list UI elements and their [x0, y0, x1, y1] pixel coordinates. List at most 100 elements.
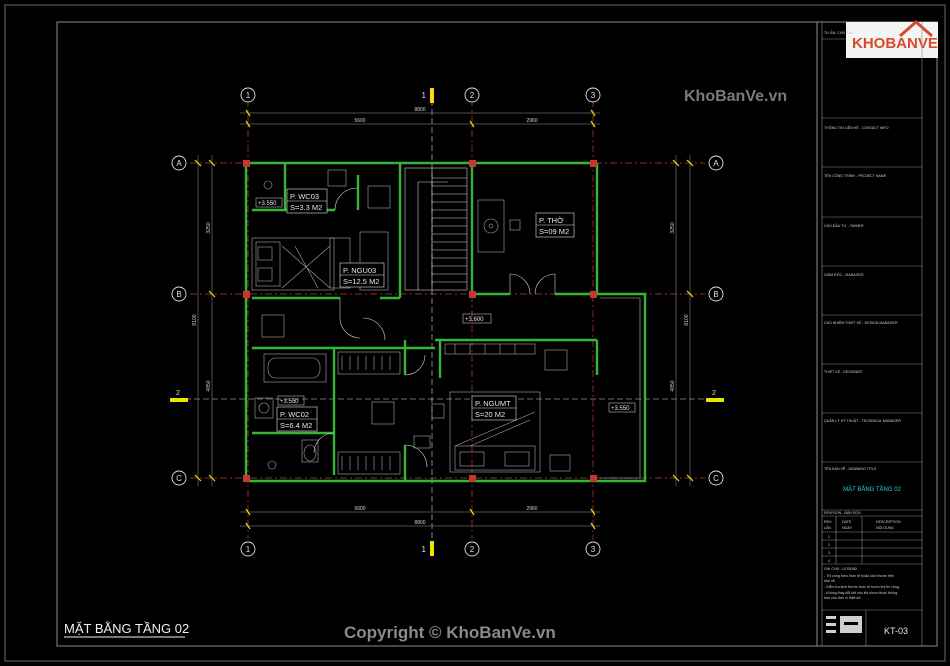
tb-rev-row-3: 3 — [828, 551, 830, 555]
grid-bubbles — [171, 87, 724, 557]
room-wc02-name: P. WC02 — [280, 410, 309, 419]
dim-left-total: 8100 — [192, 314, 198, 325]
room-ngu03: P. NGU03 S=12.5 M2 — [339, 262, 385, 288]
grid-row-c-right: C — [713, 474, 719, 483]
grid-col-2-bottom: 2 — [470, 545, 475, 554]
room-tho-area: S=09 M2 — [539, 227, 569, 236]
tb-rev-row-4: 4 — [828, 559, 830, 563]
furniture — [251, 169, 571, 475]
level-tag-3: +3.550 — [277, 395, 305, 406]
dim-bottom-right: 2960 — [526, 506, 537, 512]
svg-text:+3.550: +3.550 — [280, 399, 299, 405]
section-mark-2-right: 2 — [706, 390, 724, 402]
svg-text:+3.600: +3.600 — [465, 317, 484, 323]
room-wc03-name: P. WC03 — [290, 192, 319, 201]
grid-row-a-right: A — [713, 159, 719, 168]
section-mark-1-top: 1 — [422, 88, 434, 103]
dim-top-total: 8800 — [414, 107, 425, 113]
svg-text:2: 2 — [712, 390, 716, 397]
room-wc03-area: S=3.3 M2 — [290, 203, 322, 212]
section-mark-2-left: 2 — [170, 390, 188, 402]
tb-rev-sub-date: NGÀY — [842, 526, 853, 530]
khobanve-logo: KHOBANVE — [846, 20, 938, 58]
tb-note-5: báo cho đơn vị thiết kế. — [824, 596, 861, 600]
tb-rev-header-desc: DESCRIPTION — [876, 520, 901, 524]
tb-drawing-title: MẶT BẰNG TẦNG 02 — [843, 485, 901, 493]
tb-tech-manager: QUẢN LÝ KỸ THUẬT - TECHNICAL MANAGER — [824, 418, 901, 423]
inner-frame — [56, 21, 938, 647]
tb-owner: TƯ ẤN: CHỦ ĐẦU — [824, 30, 854, 35]
dim-top-left: 5600 — [354, 118, 365, 124]
svg-text:KHOBANVE: KHOBANVE — [852, 35, 938, 52]
dimension-ticks — [194, 109, 694, 530]
staircase — [404, 167, 468, 291]
dim-top-right: 2960 — [526, 118, 537, 124]
room-ngu03-area: S=12.5 M2 — [343, 277, 379, 286]
room-tho: P. THỜ S=09 M2 — [535, 212, 575, 238]
grid-row-c-left: C — [176, 474, 182, 483]
dim-bottom-left: 5600 — [354, 506, 365, 512]
grid-col-1-top: 1 — [246, 91, 251, 100]
tb-design-manager: CHỦ NHIỆM THIẾT KẾ - DESIGN MANAGER — [824, 320, 898, 325]
grid-col-3-bottom: 3 — [591, 545, 596, 554]
room-ngumt-name: P. NGUMT — [475, 399, 511, 408]
grid-col-1-bottom: 1 — [246, 545, 251, 554]
tb-rev-header-rev: REV. — [824, 520, 832, 524]
tb-note-3: - Kiểm tra kích thước thực tế trước khi … — [824, 585, 900, 589]
room-wc02-area: S=6.4 M2 — [280, 421, 312, 430]
room-wc03: P. WC03 S=3.3 M2 — [286, 188, 328, 214]
tb-revision-label: REVISION - BẢN SỬA — [824, 510, 861, 515]
tb-contact: THÔNG TIN LIÊN HỆ - CONTACT INFO — [824, 125, 889, 130]
tb-rev-row-2: 2 — [828, 543, 830, 547]
tb-rev-row-1: 1 — [828, 535, 830, 539]
room-ngumt-area: S=20 M2 — [475, 410, 505, 419]
tb-note-4: - Không thay đổi kết cấu khi chưa được t… — [824, 591, 897, 595]
dim-bottom-total: 8800 — [414, 520, 425, 526]
dim-left-bottom: 4850 — [206, 380, 212, 391]
room-tho-name: P. THỜ — [539, 216, 564, 225]
svg-text:2: 2 — [176, 390, 180, 397]
copyright-watermark: Copyright © KhoBanVe.vn — [344, 623, 556, 642]
dim-left-top: 3250 — [206, 222, 212, 233]
grid-row-b-left: B — [176, 290, 181, 299]
door-swings — [313, 187, 556, 468]
section-mark-1-bottom: 1 — [422, 541, 434, 556]
level-tag-4: +3.550 — [608, 402, 636, 413]
tb-company-mark — [826, 616, 862, 633]
dim-right-top: 3250 — [670, 222, 676, 233]
site-watermark: KhoBanVe.vn — [684, 88, 787, 105]
grid-row-a-left: A — [176, 159, 182, 168]
tb-rev-sub-rev: LẦN — [824, 526, 831, 530]
room-ngu03-name: P. NGU03 — [343, 266, 376, 275]
tb-note-1: - Thi công theo thực tế hoặc kích thước … — [824, 574, 894, 578]
tb-rev-header-date: DATE — [842, 520, 852, 524]
level-tag-1: +3.550 — [255, 197, 283, 208]
drawing-title: MẶT BẰNG TẦNG 02 — [64, 621, 189, 636]
grid-col-2-top: 2 — [470, 91, 475, 100]
room-wc02: P. WC02 S=6.4 M2 — [276, 406, 318, 432]
tb-investor: CHỦ ĐẦU TƯ - OWNER — [824, 223, 864, 228]
tb-rev-sub-desc: NỘI DUNG — [876, 525, 894, 530]
tb-project-name: TÊN CÔNG TRÌNH - PROJECT NAME — [824, 173, 887, 178]
grid-col-3-top: 3 — [591, 91, 596, 100]
svg-text:+3.550: +3.550 — [258, 201, 277, 207]
outer-frame — [4, 4, 946, 662]
grid-lines — [190, 100, 705, 540]
dimension-lines — [197, 112, 691, 527]
tb-notes-label: GHI CHÚ - LEGEND — [824, 566, 858, 571]
grid-row-b-right: B — [713, 290, 718, 299]
level-tag-2: +3.600 — [462, 313, 492, 324]
tb-director: GIÁM ĐỐC - MANAGER — [824, 272, 864, 277]
tb-sheet-number: KT-03 — [884, 626, 908, 636]
svg-text:1: 1 — [422, 545, 427, 554]
dim-right-bottom: 4850 — [670, 380, 676, 391]
svg-text:+3.550: +3.550 — [611, 406, 630, 412]
room-ngumt: P. NGUMT S=20 M2 — [471, 395, 517, 421]
title-block: TƯ ẤN: CHỦ ĐẦU THÔNG TIN LIÊN HỆ - CONTA… — [822, 22, 923, 646]
tb-drawing-title-label: TÊN BẢN VẼ - DRAWING TITLE — [824, 466, 877, 471]
dim-right-total: 8100 — [684, 314, 690, 325]
balcony-outline — [600, 297, 641, 479]
walls — [244, 161, 647, 483]
